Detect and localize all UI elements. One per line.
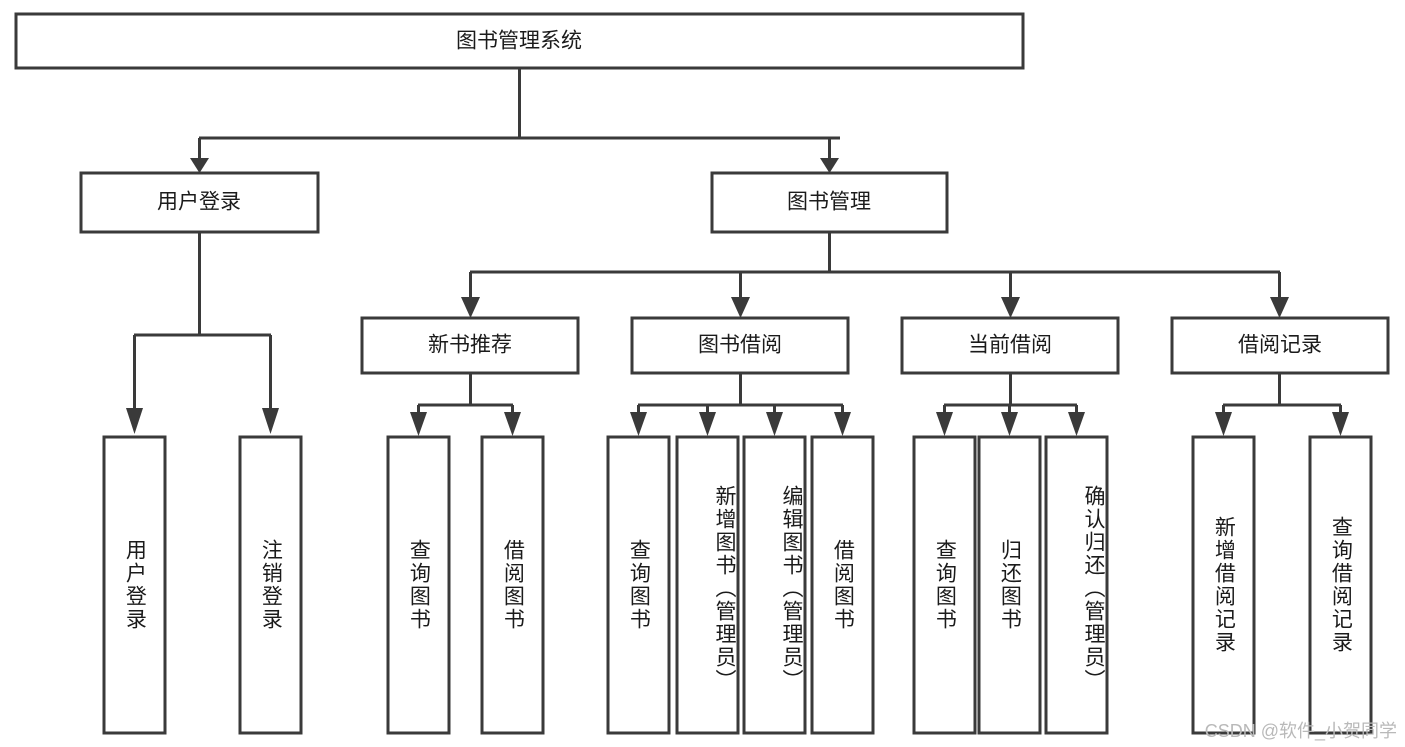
leaf-query-record-rect[interactable] xyxy=(1308,435,1373,735)
arrowhead-leaf-query-book-1 xyxy=(410,412,427,436)
leaf-query-book-3-rect[interactable] xyxy=(912,435,977,735)
leaf-return-book-rect[interactable] xyxy=(977,435,1042,735)
node-book-borrow[interactable]: 图书借阅 xyxy=(630,316,850,375)
arrowhead-book-manage xyxy=(820,158,839,173)
arrowhead-book-borrow xyxy=(731,297,750,318)
arrowhead-leaf-add-record xyxy=(1215,412,1232,436)
node-user-login-rect[interactable] xyxy=(79,171,320,234)
node-user-login[interactable]: 用户登录 xyxy=(79,171,320,234)
arrowhead-leaf-edit-book xyxy=(766,412,783,436)
leaf-query-book-1-rect[interactable] xyxy=(386,435,451,735)
csdn-watermark: CSDN @软件_小贺同学 xyxy=(1204,721,1397,741)
node-new-book-rec-label: 新书推荐 xyxy=(428,334,512,357)
arrowhead-borrow-record xyxy=(1270,297,1289,318)
leaf-query-book-2-rect[interactable] xyxy=(606,435,671,735)
node-user-login-label: 用户登录 xyxy=(157,191,241,214)
arrowhead-leaf-confirm-return xyxy=(1068,412,1085,436)
arrowhead-leaf-query-book-2 xyxy=(630,412,647,436)
arrowhead-leaf-user-login xyxy=(126,408,143,434)
node-new-book-rec[interactable]: 新书推荐 xyxy=(360,316,580,375)
arrowhead-user-login xyxy=(190,158,209,173)
arrowhead-leaf-query-book-3 xyxy=(936,412,953,436)
arrowhead-leaf-query-record xyxy=(1332,412,1349,436)
node-book-borrow-label: 图书借阅 xyxy=(698,334,782,357)
leaf-user-logout-rect[interactable] xyxy=(238,435,303,735)
leaf-borrow-book-2-rect[interactable] xyxy=(810,435,875,735)
arrowhead-current-borrow xyxy=(1001,297,1020,318)
node-root[interactable]: 图书管理系统 xyxy=(14,12,1025,70)
node-new-book-rec-rect[interactable] xyxy=(360,316,580,375)
leaf-user-login-rect[interactable] xyxy=(102,435,167,735)
node-borrow-record-label: 借阅记录 xyxy=(1238,334,1322,357)
node-current-borrow[interactable]: 当前借阅 xyxy=(900,316,1120,375)
node-layer: 图书管理系统 用户登录 图书管理 新书推荐 图书借阅 当前 xyxy=(14,12,1390,735)
node-book-manage[interactable]: 图书管理 xyxy=(710,171,949,234)
arrowhead-leaf-add-book xyxy=(699,412,716,436)
arrowhead-new-book-rec xyxy=(461,297,480,318)
node-root-rect[interactable] xyxy=(14,12,1025,70)
arrowhead-leaf-return-book xyxy=(1001,412,1018,436)
leaf-edit-book-rect[interactable] xyxy=(742,435,807,735)
node-book-borrow-rect[interactable] xyxy=(630,316,850,375)
node-current-borrow-rect[interactable] xyxy=(900,316,1120,375)
leaf-confirm-return-rect[interactable] xyxy=(1044,435,1109,735)
leaf-add-book-rect[interactable] xyxy=(675,435,740,735)
arrowhead-leaf-borrow-book-2 xyxy=(834,412,851,436)
arrowhead-leaf-borrow-book-1 xyxy=(504,412,521,436)
leaf-borrow-book-1-rect[interactable] xyxy=(480,435,545,735)
arrowhead-leaf-user-logout xyxy=(262,408,279,434)
node-book-manage-label: 图书管理 xyxy=(787,191,871,214)
node-current-borrow-label: 当前借阅 xyxy=(968,334,1052,357)
leaf-add-record-rect[interactable] xyxy=(1191,435,1256,735)
node-borrow-record-rect[interactable] xyxy=(1170,316,1390,375)
connector-layer xyxy=(126,68,1349,436)
node-root-label: 图书管理系统 xyxy=(456,30,582,53)
node-book-manage-rect[interactable] xyxy=(710,171,949,234)
node-borrow-record[interactable]: 借阅记录 xyxy=(1170,316,1390,375)
